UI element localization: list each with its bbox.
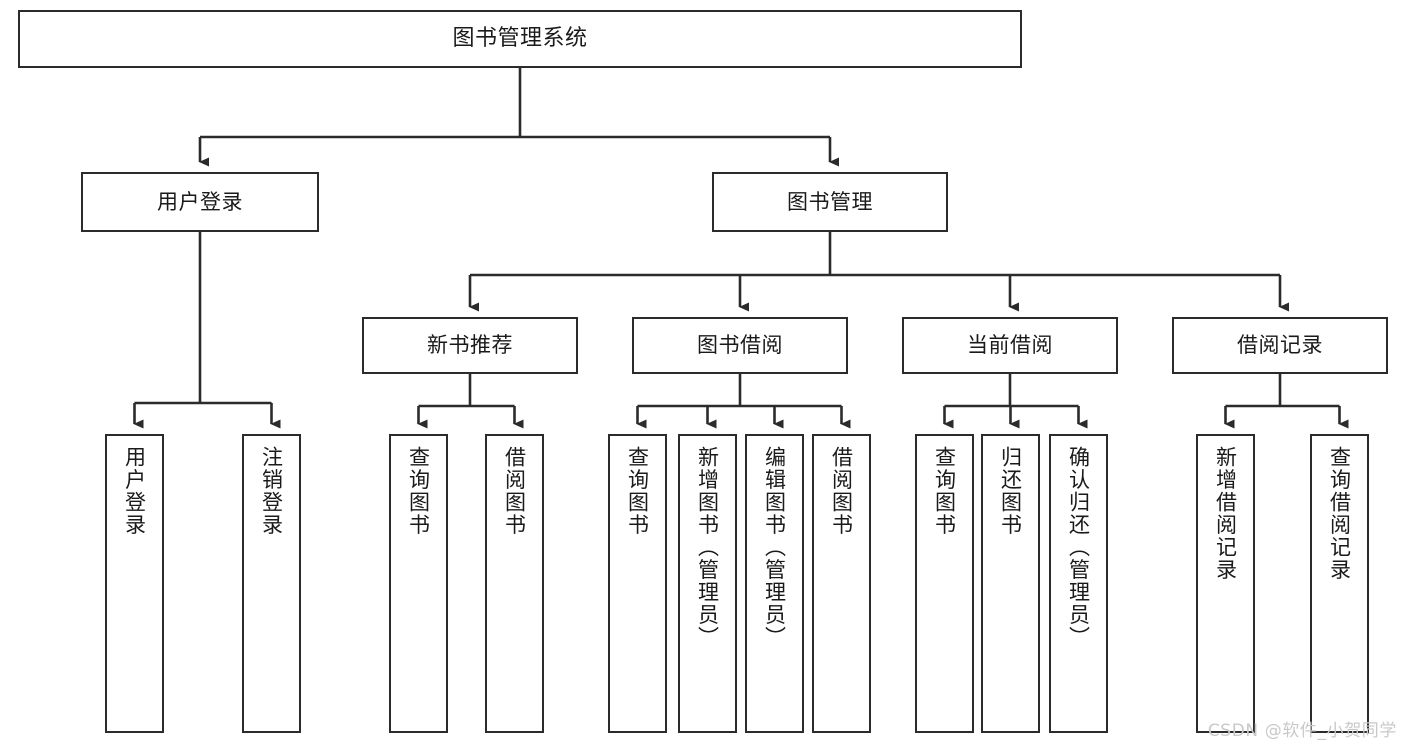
node-label: 图书借阅 [697,333,783,358]
node-leaf-user-logout[interactable]: 注销登录 [242,434,301,733]
node-label: 新增借阅记录 [1213,446,1238,581]
node-current-borrow[interactable]: 当前借阅 [902,317,1118,374]
node-book-borrow[interactable]: 图书借阅 [632,317,848,374]
node-leaf-user-login[interactable]: 用户登录 [105,434,164,733]
node-label: 当前借阅 [967,333,1053,358]
node-label: 图书管理系统 [452,26,588,52]
node-label: 用户登录 [157,189,243,214]
node-leaf-rec-borrow[interactable]: 借阅图书 [485,434,544,733]
node-label: 借阅图书 [502,446,527,536]
node-root[interactable]: 图书管理系统 [18,10,1022,68]
csdn-watermark: CSDN @软件_小贺同学 [1207,721,1397,741]
node-leaf-br-query[interactable]: 查询借阅记录 [1310,434,1369,733]
node-leaf-cb-query[interactable]: 查询图书 [915,434,974,733]
node-leaf-bb-query[interactable]: 查询图书 [608,434,667,733]
node-label: 借阅记录 [1237,333,1323,358]
node-label: 查询借阅记录 [1327,446,1352,581]
node-label: 查询图书 [932,446,957,536]
node-label: 查询图书 [625,446,650,536]
node-new-book-rec[interactable]: 新书推荐 [362,317,578,374]
node-user-login[interactable]: 用户登录 [81,172,319,232]
node-borrow-record[interactable]: 借阅记录 [1172,317,1388,374]
node-leaf-rec-query[interactable]: 查询图书 [389,434,448,733]
node-leaf-bb-borrow[interactable]: 借阅图书 [812,434,871,733]
node-leaf-cb-confirm[interactable]: 确认归还（管理员） [1049,434,1108,733]
node-label: 新书推荐 [427,333,513,358]
node-label: 注销登录 [259,446,284,536]
node-label: 新增图书（管理员） [695,446,720,649]
node-label: 借阅图书 [829,446,854,536]
node-leaf-cb-return[interactable]: 归还图书 [981,434,1040,733]
node-leaf-bb-add[interactable]: 新增图书（管理员） [678,434,737,733]
node-leaf-bb-edit[interactable]: 编辑图书（管理员） [745,434,804,733]
node-leaf-br-add[interactable]: 新增借阅记录 [1196,434,1255,733]
node-label: 图书管理 [787,189,873,214]
node-label: 查询图书 [406,446,431,536]
node-label: 编辑图书（管理员） [762,446,787,649]
node-label: 归还图书 [998,446,1023,536]
node-label: 确认归还（管理员） [1066,446,1091,649]
node-label: 用户登录 [122,446,147,536]
node-book-manage[interactable]: 图书管理 [712,172,948,232]
